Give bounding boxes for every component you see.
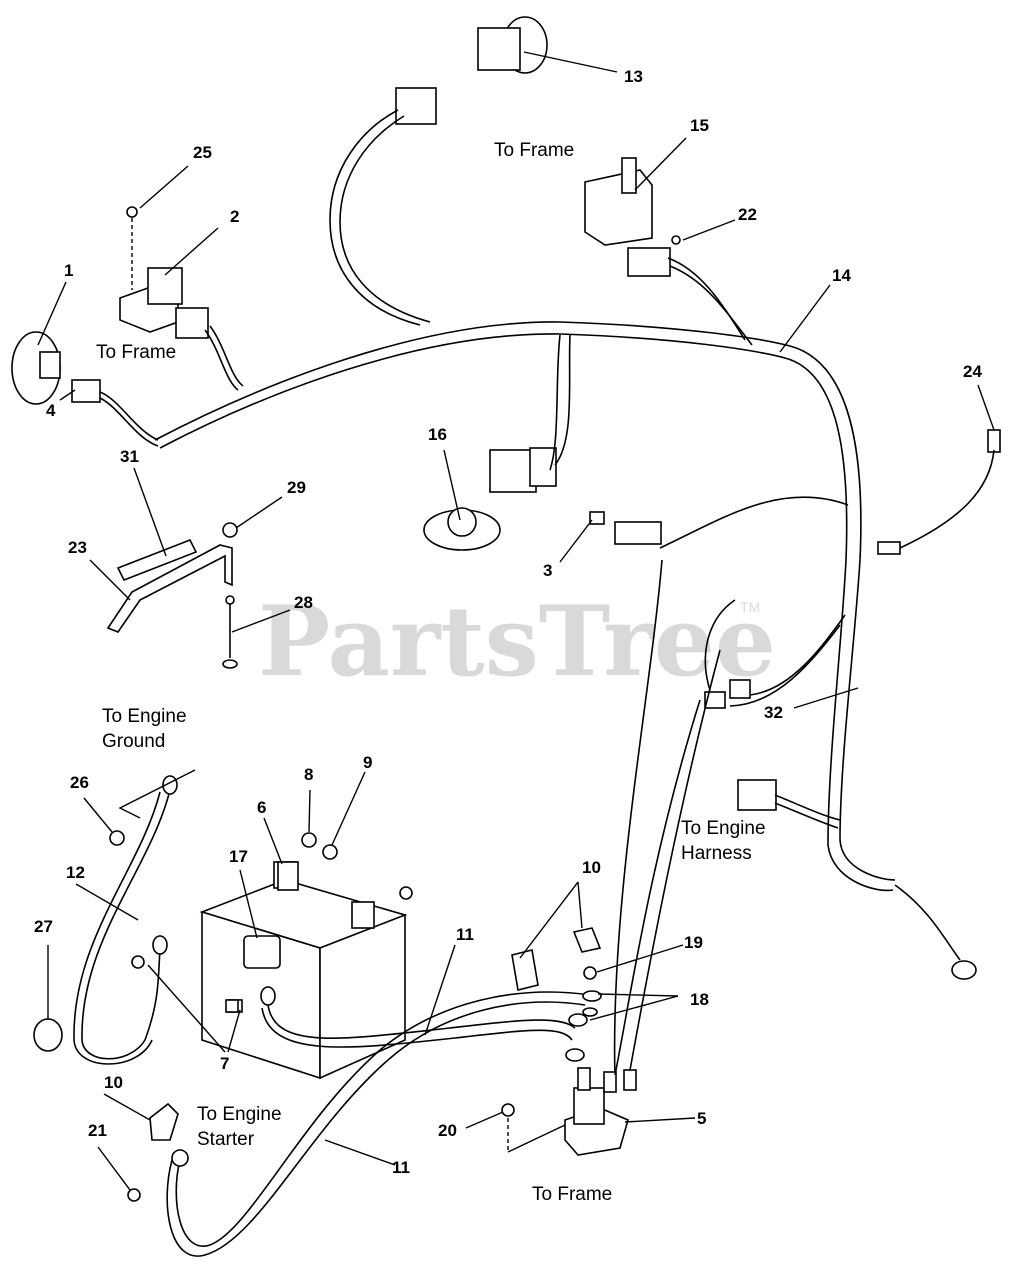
- callout-25: 25: [193, 143, 212, 162]
- callout-8: 8: [304, 765, 313, 784]
- callout-17: 17: [229, 847, 248, 866]
- callout-2: 2: [230, 207, 239, 226]
- callout-9: 9: [363, 753, 372, 772]
- part-18-washers: [568, 990, 602, 1027]
- callout-11b: 11: [392, 1158, 410, 1177]
- callout-18: 18: [690, 990, 709, 1009]
- callout-10a: 10: [582, 858, 601, 877]
- note-engine-starter-line1: To Engine: [197, 1104, 282, 1125]
- callout-11a: 11: [456, 925, 474, 944]
- part-10-boot-left: [149, 1102, 179, 1141]
- part-27-boot: [33, 945, 63, 1052]
- callout-19: 19: [684, 933, 703, 952]
- callout-24: 24: [963, 362, 982, 381]
- part-4-connector: [71, 379, 159, 447]
- callout-28: 28: [294, 593, 313, 612]
- part-1-switch: [11, 331, 61, 405]
- note-to-frame-bottom: To Frame: [532, 1184, 612, 1205]
- part-24-ground-wire: [877, 429, 1001, 555]
- part-19-nut: [583, 966, 597, 980]
- callout-29: 29: [287, 478, 306, 497]
- engine-harness-connector: [737, 779, 841, 829]
- part-28-bolt: [222, 595, 238, 669]
- top-connector: [329, 87, 437, 326]
- main-harness: [154, 321, 896, 892]
- callout-7: 7: [220, 1054, 229, 1073]
- part-13-switch: [477, 16, 548, 74]
- callout-10b: 10: [104, 1073, 123, 1092]
- part-6-clamp: [277, 861, 299, 891]
- part-5-solenoid: [564, 649, 721, 1156]
- callout-3: 3: [543, 561, 552, 580]
- callout-1: 1: [64, 261, 73, 280]
- callout-20: 20: [438, 1121, 457, 1140]
- callout-6: 6: [257, 798, 266, 817]
- callout-27: 27: [34, 917, 53, 936]
- callout-5: 5: [697, 1109, 706, 1128]
- part-11-cable-lower: [166, 991, 591, 1257]
- part-26-nut: [109, 830, 125, 846]
- callout-13: 13: [624, 67, 643, 86]
- callout-22: 22: [738, 205, 757, 224]
- part-31-strap: [116, 538, 198, 582]
- watermark-text: PartsTree: [258, 585, 776, 698]
- callout-32: 32: [764, 703, 783, 722]
- note-engine-harness-line2: Harness: [681, 843, 752, 864]
- callout-26: 26: [70, 773, 89, 792]
- callout-16: 16: [428, 425, 447, 444]
- part-17-boot: [243, 935, 281, 969]
- harness-end-ring: [894, 884, 977, 980]
- part-16-switch: [423, 334, 571, 551]
- callout-4: 4: [46, 401, 56, 420]
- note-engine-starter-line2: Starter: [197, 1129, 255, 1150]
- callout-15: 15: [690, 116, 709, 135]
- callout-31: 31: [120, 447, 139, 466]
- part-15-solenoid: [584, 157, 753, 346]
- leader-lines: [37, 51, 995, 1191]
- note-to-frame-left: To Frame: [96, 342, 176, 363]
- part-23-bracket: [106, 544, 233, 633]
- callout-23: 23: [68, 538, 87, 557]
- part-3-connector: [589, 496, 849, 1081]
- part-2-relay: [119, 267, 244, 391]
- callout-12: 12: [66, 863, 85, 882]
- part-32-branch: [704, 599, 846, 709]
- part-20-screw: [501, 1103, 566, 1153]
- part-25-screw: [126, 206, 138, 290]
- part-9-nut: [322, 844, 338, 860]
- note-engine-harness-line1: To Engine: [681, 818, 766, 839]
- part-10-boot-right: [511, 927, 602, 991]
- callout-14: 14: [832, 266, 851, 285]
- callout-21: 21: [88, 1121, 107, 1140]
- part-8-washer: [301, 832, 317, 848]
- note-to-frame-top: To Frame: [494, 140, 574, 161]
- watermark-tm: TM: [740, 599, 760, 615]
- part-21-nut: [127, 1188, 141, 1202]
- part-12-ground-cable: [73, 769, 196, 1065]
- note-engine-ground-line2: Ground: [102, 731, 165, 752]
- part-29-nut: [222, 522, 238, 538]
- part-7-bolt: [225, 999, 239, 1013]
- note-engine-ground-line1: To Engine: [102, 706, 187, 727]
